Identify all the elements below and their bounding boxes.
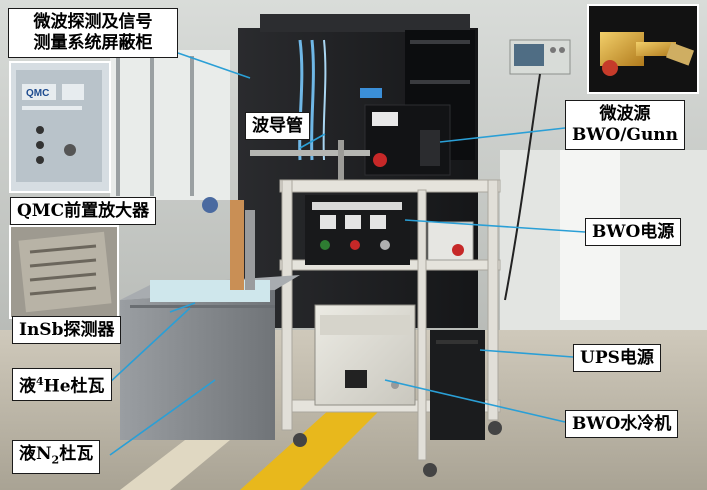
leader-ups <box>479 349 574 358</box>
label-qmc-preamp: QMC前置放大器 <box>10 197 157 225</box>
leader-insb <box>169 302 196 313</box>
label-microwave-source: 微波源 BWO/Gunn <box>565 100 685 150</box>
waveguide <box>250 150 370 156</box>
label-insb-detector: InSb探测器 <box>12 316 122 344</box>
label-bwo-power: BWO电源 <box>585 218 682 246</box>
qmc-logo-text: QMC <box>26 88 49 99</box>
leader-he-dewar <box>107 307 191 385</box>
label-n2-dewar: 液N2杜瓦 <box>12 440 101 475</box>
label-waveguide: 波导管 <box>245 112 310 140</box>
leader-n2-dewar <box>109 379 216 456</box>
label-shield-cabinet: 微波探测及信号 测量系统屏蔽柜 <box>8 8 178 58</box>
ups <box>430 330 485 440</box>
leader-lines <box>107 52 586 456</box>
leader-chiller <box>384 379 566 423</box>
floor-stripe <box>240 400 390 490</box>
leader-waveguide <box>299 133 326 149</box>
leader-cabinet <box>177 52 251 79</box>
label-ups: UPS电源 <box>573 344 661 372</box>
label-chiller: BWO水冷机 <box>565 410 679 438</box>
label-he-dewar: 液4He杜瓦 <box>12 368 112 401</box>
leader-bwo-power <box>404 219 586 233</box>
leader-source <box>439 127 566 143</box>
window <box>110 50 230 200</box>
he-dewar <box>120 290 275 440</box>
